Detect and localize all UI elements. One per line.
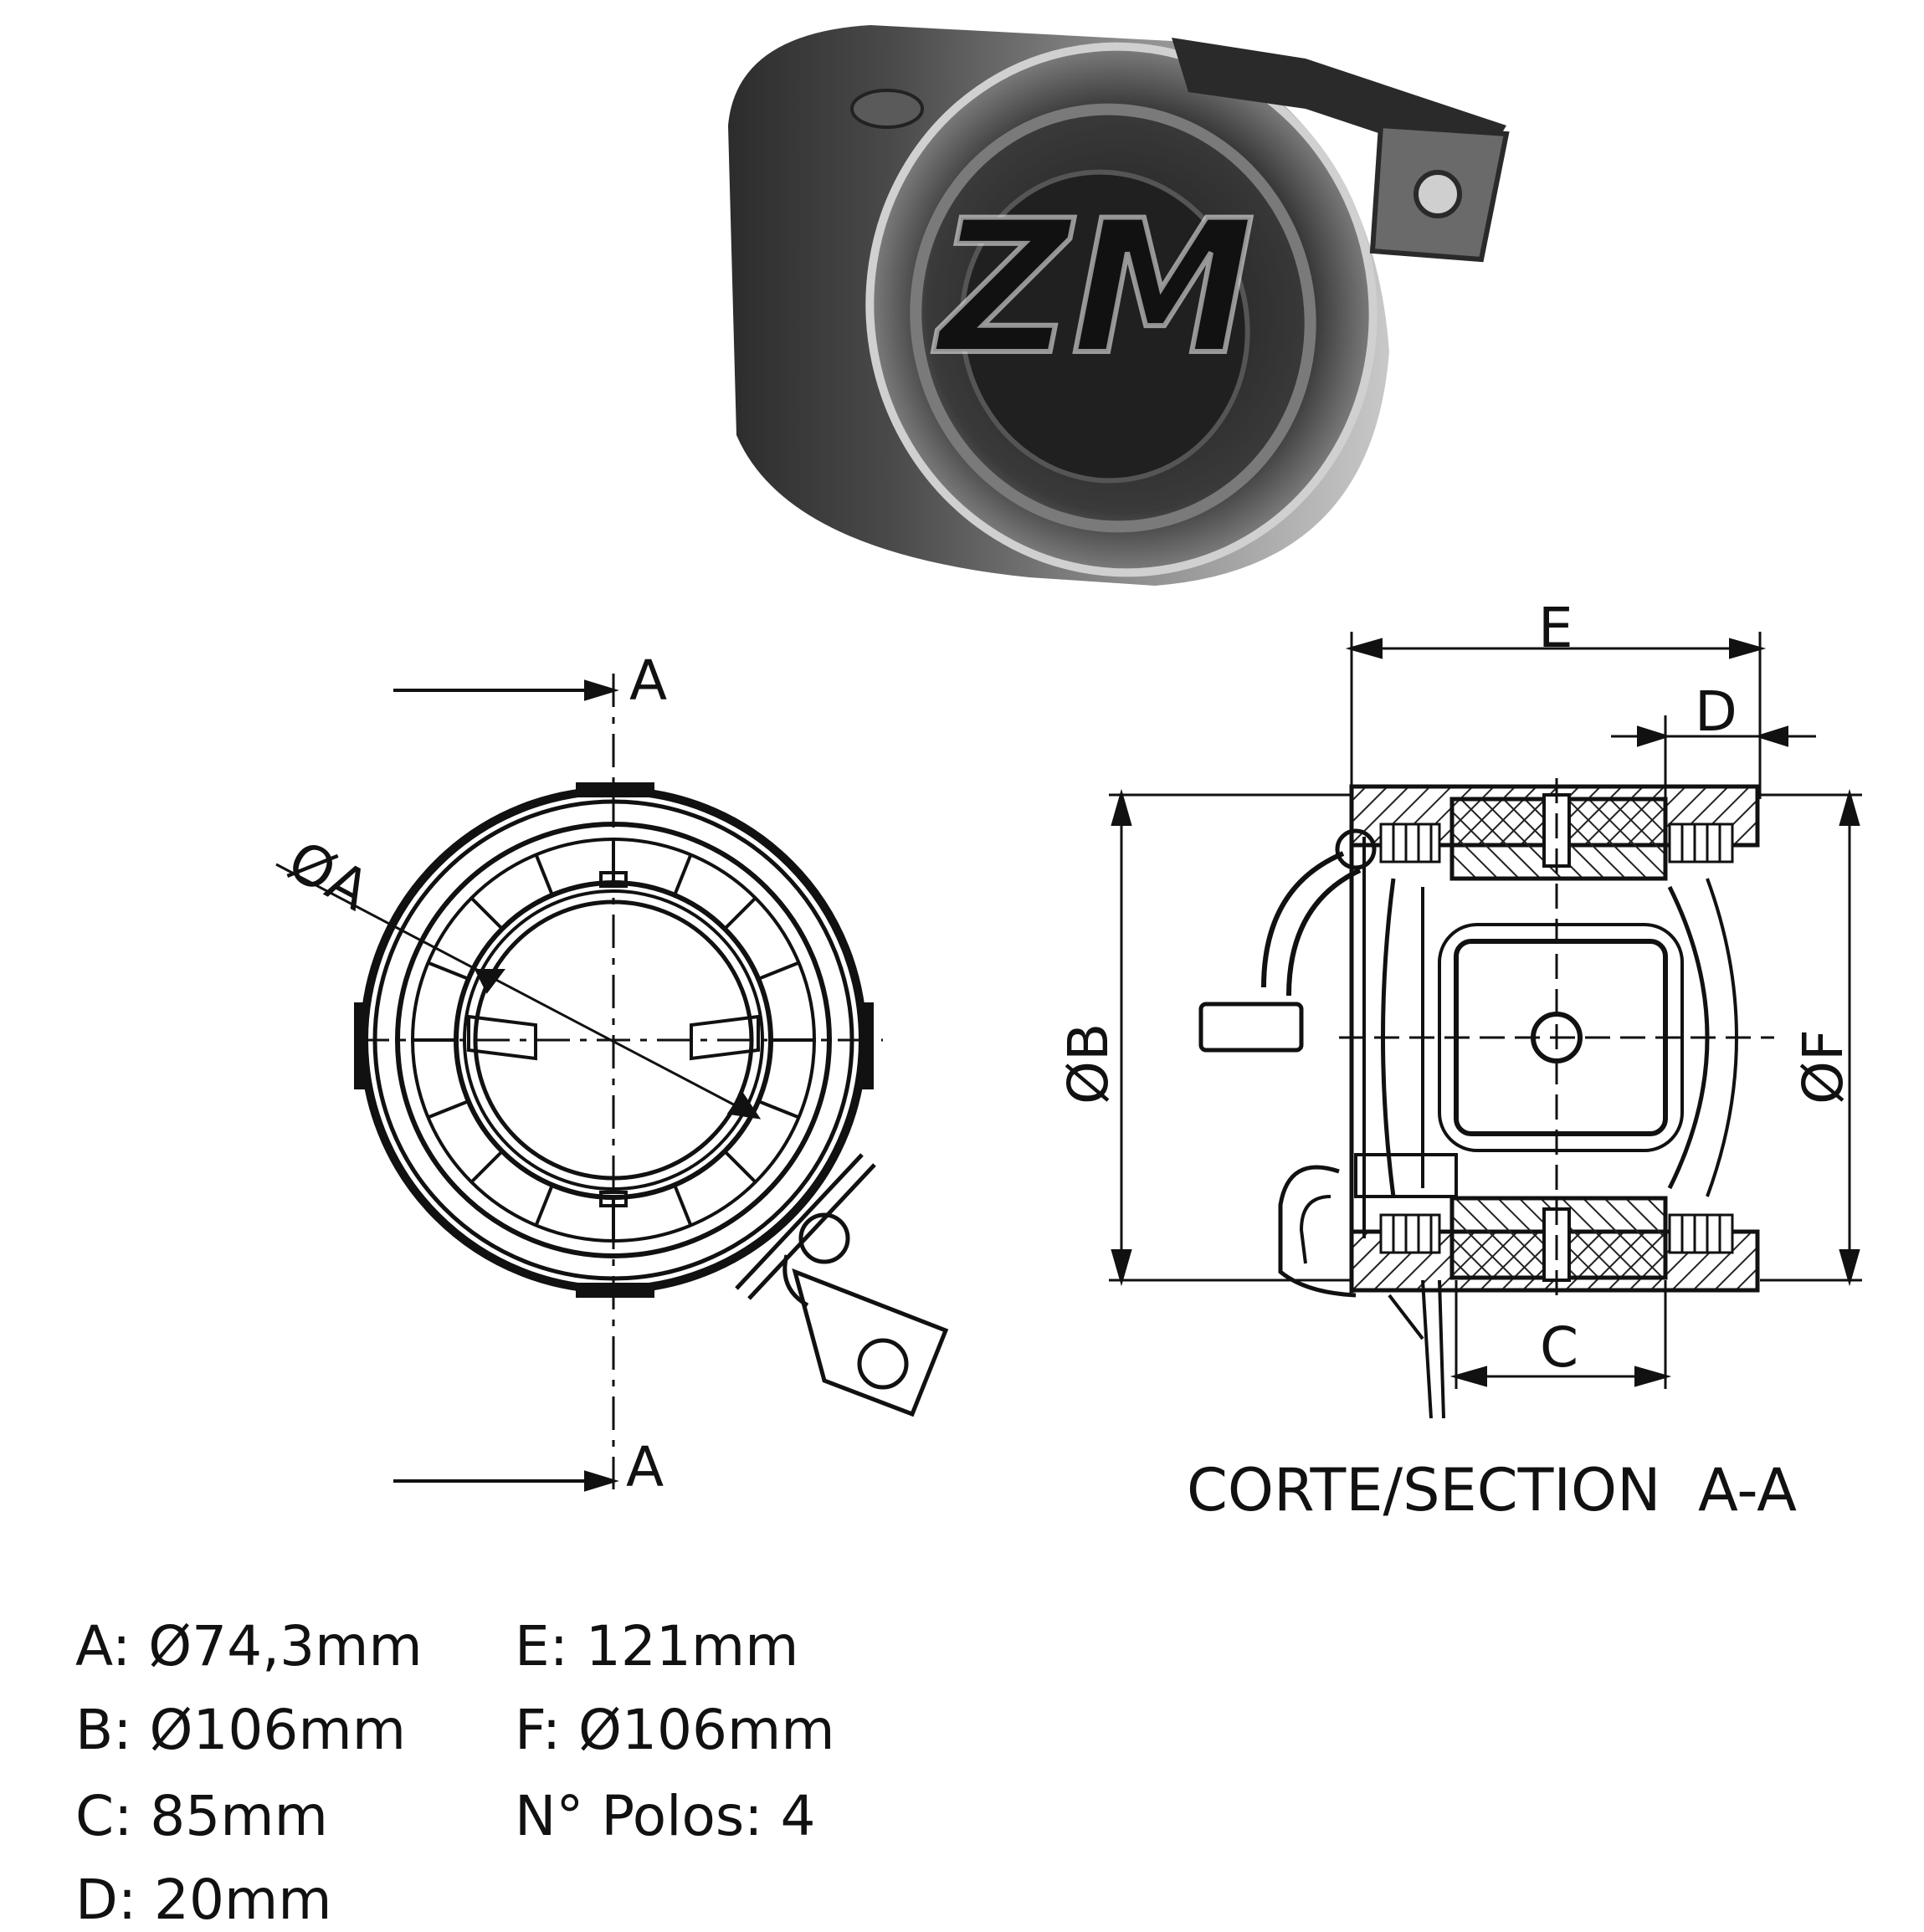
dimension-c-label: C: [1540, 1315, 1579, 1380]
spec-e: E: 121mm: [515, 1614, 799, 1678]
spec-c: C: 85mm: [75, 1784, 328, 1848]
dimension-b-label: ØB: [1056, 1022, 1121, 1104]
spec-f: F: Ø106mm: [515, 1698, 835, 1762]
dimension-f-label: ØF: [1791, 1029, 1855, 1104]
section-mark-bottom: A: [626, 1435, 664, 1499]
watermark-logo: ZM: [933, 181, 1254, 395]
dimension-d-label: D: [1695, 679, 1737, 744]
spec-a: A: Ø74,3mm: [75, 1614, 423, 1678]
terminal-nut-icon: [857, 1338, 909, 1390]
spec-poles: N° Polos: 4: [515, 1784, 816, 1848]
terminal-hole-icon: [1413, 170, 1462, 218]
section-mark-top: A: [629, 648, 668, 713]
dimension-e-label: E: [1538, 596, 1573, 660]
spec-d: D: 20mm: [75, 1868, 332, 1932]
spec-b: B: Ø106mm: [75, 1698, 407, 1762]
section-caption: CORTE/SECTION A-A: [1187, 1456, 1797, 1525]
